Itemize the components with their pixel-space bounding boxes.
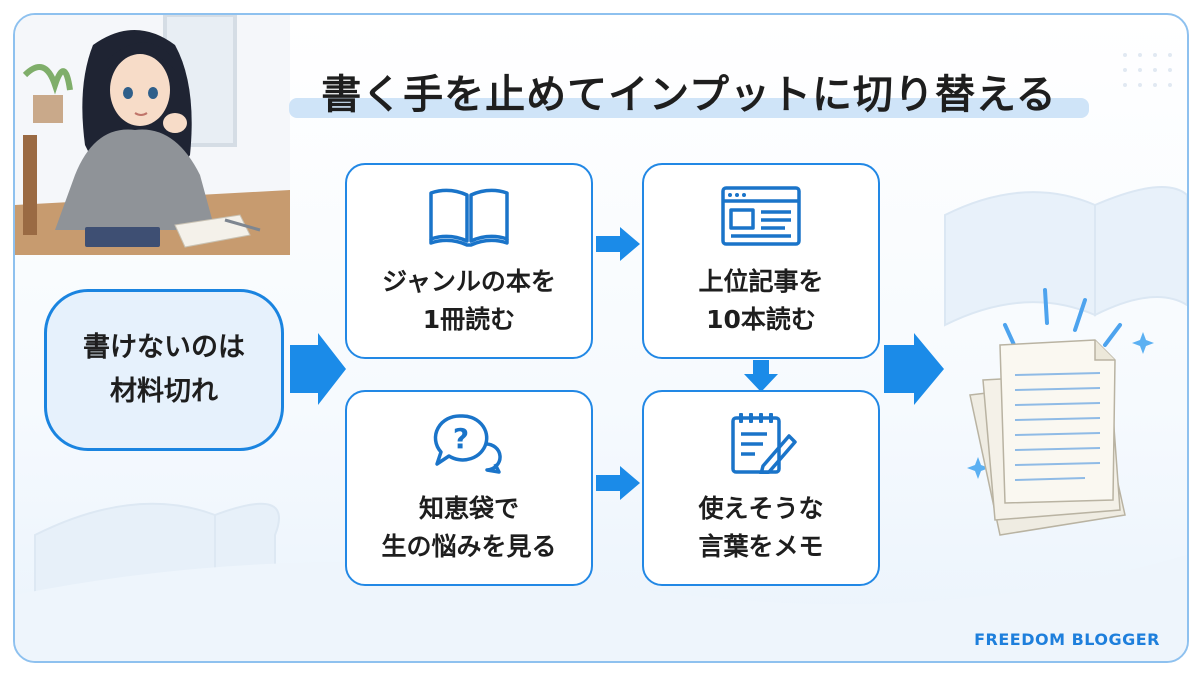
start-line-1: 書けないのは (83, 332, 245, 363)
step-3-line-1: 知恵袋で (418, 494, 519, 523)
step-box-memo: 使えそうな 言葉をメモ (642, 390, 880, 586)
step-2-line-1: 上位記事を (698, 267, 824, 296)
open-book-icon (429, 188, 509, 247)
title-area: 書く手を止めてインプットに切り替える (289, 60, 1089, 122)
step-3-line-2: 生の悩みを見る (381, 532, 557, 561)
stacked-papers-icon (967, 288, 1154, 536)
step-box-read-articles: 上位記事を 10本読む (642, 163, 880, 359)
title-highlight (289, 98, 1089, 118)
step-box-read-book: ジャンルの本を 1冊読む (345, 163, 593, 359)
step-2-line-2: 10本読む (706, 305, 816, 334)
step-4-line-1: 使えそうな (698, 494, 824, 523)
start-line-2: 材料切れ (110, 376, 218, 407)
step-1-line-2: 1冊読む (422, 305, 516, 334)
page-title: 書く手を止めてインプットに切り替える (321, 72, 1057, 118)
browser-window-icon (721, 186, 801, 246)
background-decoration (15, 53, 1187, 661)
brand-logo-text: FREEDOM BLOGGER (974, 630, 1160, 649)
start-box: 書けないのは 材料切れ (44, 289, 284, 451)
notepad-pencil-icon (731, 413, 797, 474)
step-4-line-2: 言葉をメモ (698, 532, 824, 561)
svg-text:?: ? (453, 422, 469, 455)
step-box-chiebukuro: ? 知恵袋で 生の悩みを見る (345, 390, 593, 586)
step-1-line-1: ジャンルの本を (382, 267, 556, 296)
question-chat-icon: ? (433, 414, 502, 474)
student-girl-illustration (15, 15, 290, 255)
